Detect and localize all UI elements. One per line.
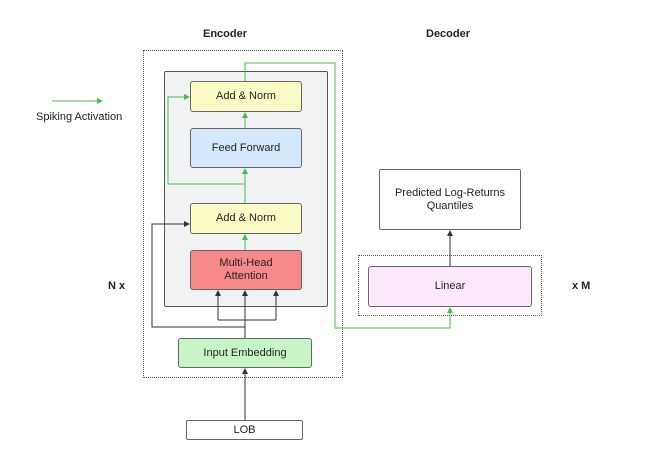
input-embedding-block: Input Embedding	[178, 338, 312, 368]
output-label-line1: Predicted Log-Returns	[394, 186, 506, 199]
feed-forward-label: Feed Forward	[211, 141, 281, 154]
residual-to-add-norm-bottom	[151, 221, 245, 328]
output-block: Predicted Log-Returns Quantiles	[379, 169, 521, 230]
decoder-repeat-label: x M	[572, 280, 591, 292]
encoder-repeat-label: N x	[108, 280, 126, 292]
add-norm-bottom-block: Add & Norm	[190, 203, 302, 234]
feed-forward-block: Feed Forward	[190, 128, 302, 168]
decoder-title: Decoder	[426, 28, 471, 40]
residual-around-ff	[167, 94, 245, 185]
encoder-title: Encoder	[203, 28, 248, 40]
add-norm-top-block: Add & Norm	[190, 81, 302, 112]
encoder-outer-frame	[143, 50, 343, 378]
multi-head-attention-block: Multi-Head Attention	[190, 250, 302, 290]
output-label-line2: Quantiles	[426, 199, 474, 212]
add-norm-bottom-label: Add & Norm	[216, 212, 276, 224]
lob-label: LOB	[233, 423, 256, 436]
multi-head-label-line2: Attention	[224, 270, 268, 282]
multi-head-label-line1: Multi-Head	[219, 257, 273, 269]
encoder-to-linear	[244, 62, 453, 329]
add-norm-top-label: Add & Norm	[216, 90, 276, 102]
lob-block: LOB	[186, 420, 303, 440]
input-embedding-label: Input Embedding	[203, 346, 287, 359]
linear-label: Linear	[434, 280, 466, 292]
legend-label: Spiking Activation	[36, 111, 123, 123]
linear-block: Linear	[368, 266, 532, 307]
